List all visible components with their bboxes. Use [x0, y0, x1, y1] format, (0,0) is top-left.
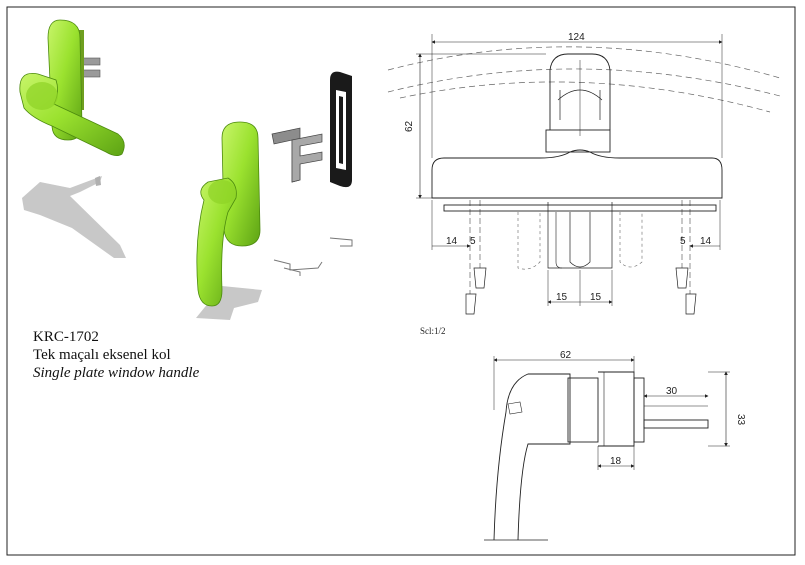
clip-part-render: [271, 127, 323, 183]
frame-bracket-render: [330, 71, 352, 188]
dim-edge-right: 14: [700, 236, 712, 247]
product-name-tr: Tek maçalı eksenel kol: [33, 347, 171, 363]
product-caption: KRC-1702 Tek maçalı eksenel kol Single p…: [33, 328, 199, 382]
dim-side-base: 18: [610, 456, 622, 467]
dim-side-length: 62: [560, 350, 572, 361]
drawing-frame: [6, 6, 796, 556]
dim-screw-right: 5: [680, 236, 686, 247]
product-name-en: Single plate window handle: [33, 365, 200, 381]
handle-render-center: [196, 121, 262, 320]
dim-side-spindle: 30: [666, 386, 678, 397]
dim-screw-left: 5: [470, 236, 476, 247]
scale-label: Scl:1/2: [420, 326, 446, 336]
dim-side-height: 33: [735, 414, 746, 426]
product-code: KRC-1702: [33, 329, 99, 345]
front-view-drawing: [387, 34, 781, 315]
dim-height: 62: [404, 120, 415, 132]
spindle-sketch: [273, 237, 353, 276]
handle-render-top-left: [19, 19, 126, 258]
dim-spindle-right: 15: [590, 292, 602, 303]
side-view-drawing: [484, 356, 730, 541]
dim-width: 124: [568, 32, 585, 43]
dim-spindle-left: 15: [556, 292, 568, 303]
dim-edge-left: 14: [446, 236, 458, 247]
